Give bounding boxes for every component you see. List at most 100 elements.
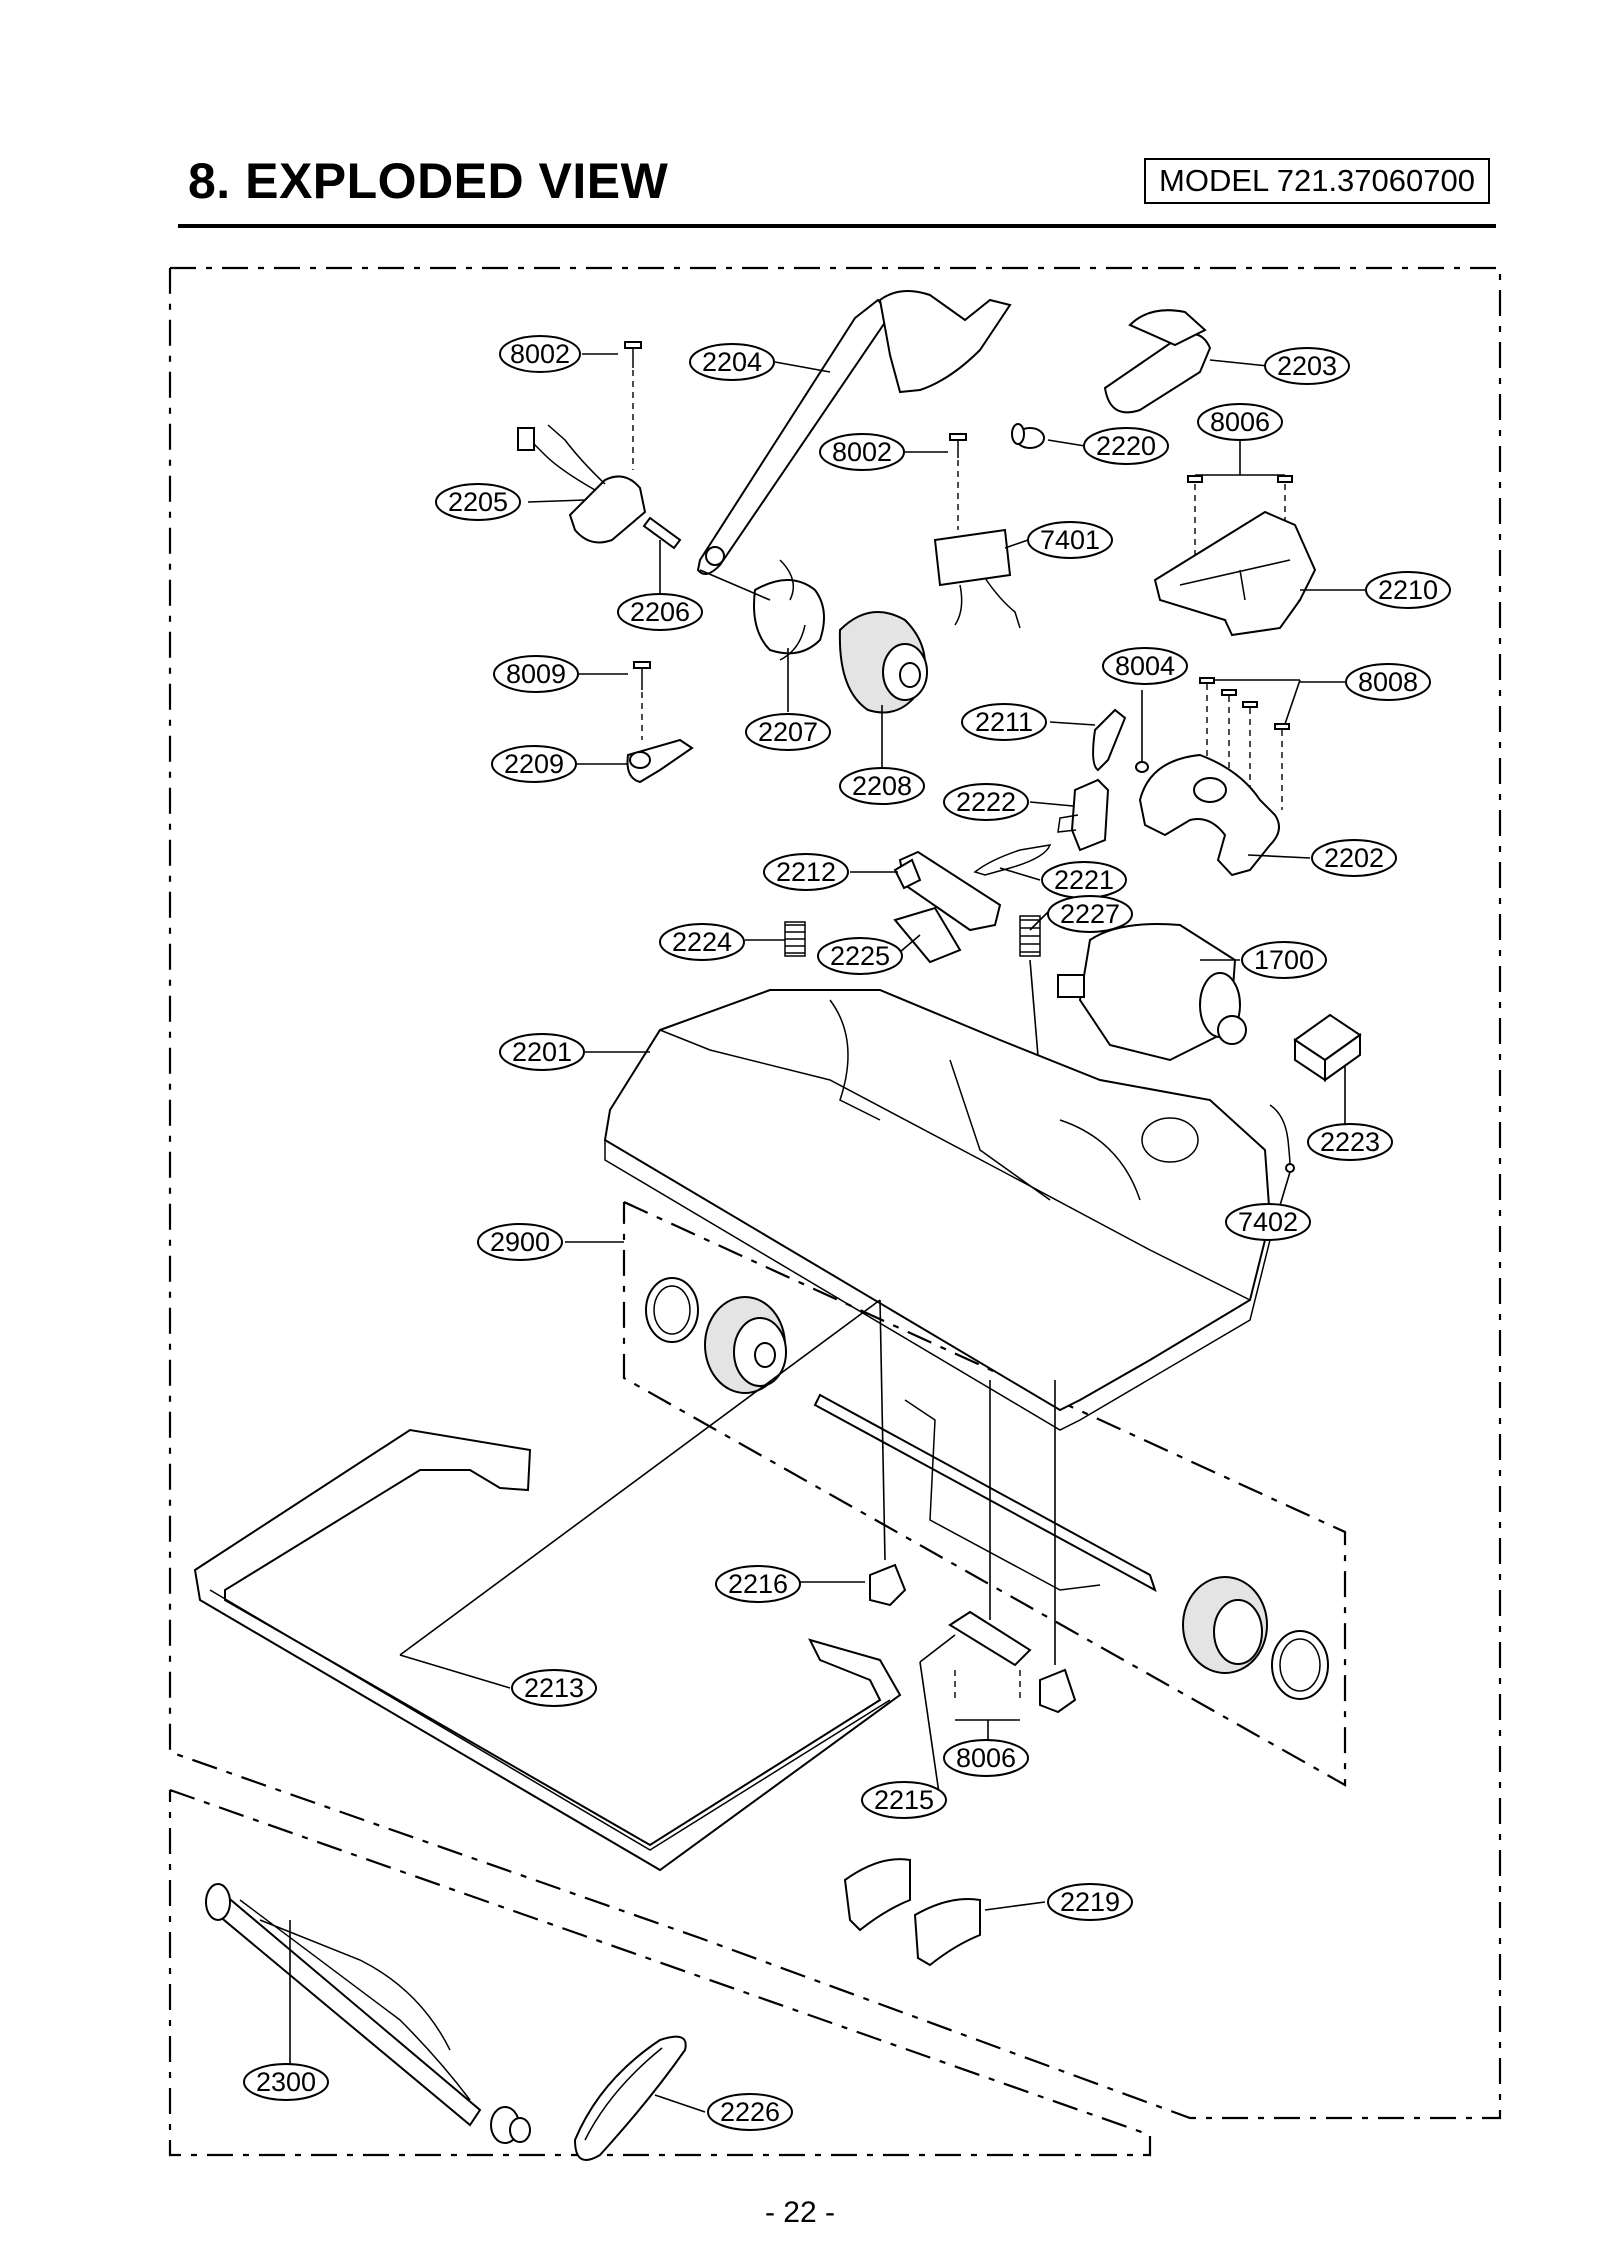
switch-part-2223	[1293, 1013, 1362, 1082]
callout-2226: 2226	[707, 2093, 793, 2131]
callout-label: 2208	[852, 771, 912, 801]
screw-part-8002-a	[624, 341, 642, 470]
callout-label: 7401	[1040, 525, 1100, 555]
callout-label: 2221	[1054, 865, 1114, 895]
callout-label: 2223	[1320, 1127, 1380, 1157]
callout-label: 2213	[524, 1673, 584, 1703]
callout-2900: 2900	[477, 1223, 563, 1261]
callout-2208: 2208	[839, 767, 925, 805]
callout-label: 2211	[975, 707, 1033, 737]
base-housing-part-2201	[603, 989, 1272, 1431]
callout-2221: 2221	[1041, 861, 1127, 899]
callout-2205: 2205	[435, 483, 521, 521]
callout-label: 2226	[720, 2097, 780, 2127]
callout-label: 2204	[702, 347, 762, 377]
screw-part-8009	[633, 661, 651, 740]
callout-label: 2220	[1096, 431, 1156, 461]
model-number-box: MODEL 721.37060700	[1144, 158, 1490, 204]
bracket-part-2215	[948, 1380, 1032, 1740]
callout-2204: 2204	[689, 343, 775, 381]
callout-2202: 2202	[1311, 839, 1397, 877]
callout-8002-a: 8002	[499, 335, 581, 373]
callout-2209: 2209	[491, 745, 577, 783]
page-title: 8. EXPLODED VIEW	[188, 153, 669, 209]
callout-8002-b: 8002	[819, 433, 905, 471]
flap-part-2225	[893, 906, 962, 964]
callout-label: 2219	[1060, 1887, 1120, 1917]
spring-part-2221	[973, 844, 1052, 876]
callout-label: 2205	[448, 487, 508, 517]
callout-8009: 8009	[493, 655, 579, 693]
clip-part-2209	[626, 738, 694, 784]
clip-part-2216-b	[1039, 1380, 1077, 1714]
belt-part-2226	[573, 2035, 687, 2161]
callout-label: 2203	[1277, 351, 1337, 381]
callout-2216: 2216	[715, 1565, 801, 1603]
pedal-part-2203	[1103, 309, 1212, 414]
main-assembly-frame	[168, 266, 1502, 2120]
bracket-part-2210	[1153, 510, 1317, 637]
title-rule	[178, 224, 1496, 228]
callout-7402: 7402	[1225, 1203, 1311, 1241]
callout-label: 8008	[1358, 667, 1418, 697]
callout-2212: 2212	[763, 853, 849, 891]
page-number: - 22 -	[764, 2196, 836, 2229]
callout-8006-a: 8006	[1197, 403, 1283, 441]
bracket-part-2219	[843, 1858, 981, 1967]
callout-2215: 2215	[861, 1781, 947, 1819]
callout-2213: 2213	[511, 1669, 597, 1707]
clip-part-2222	[1057, 778, 1110, 852]
callout-8004: 8004	[1102, 647, 1188, 685]
roller-part-2220	[1011, 423, 1045, 449]
callout-label: 2216	[728, 1569, 788, 1599]
callout-2300: 2300	[243, 2063, 329, 2101]
clip-part-2216	[869, 1299, 907, 1607]
bumper-part-2213	[193, 1428, 902, 1872]
callout-2201: 2201	[499, 1033, 585, 1071]
lever-part-2212	[893, 850, 1002, 932]
brush-roll-frame	[168, 1788, 1152, 2157]
callout-label: 8006	[1210, 407, 1270, 437]
callout-8008: 8008	[1345, 663, 1431, 701]
leader-lines	[289, 353, 1365, 2113]
callout-label: 1700	[1254, 945, 1314, 975]
callout-label: 2202	[1324, 843, 1384, 873]
switch-part-2205	[517, 424, 647, 544]
circuit-board-part-7401	[933, 528, 1021, 629]
callout-label: 7402	[1238, 1207, 1298, 1237]
callout-8006-b: 8006	[943, 1739, 1029, 1777]
hood-part-2202	[1138, 753, 1280, 877]
callout-2219: 2219	[1047, 1883, 1133, 1921]
callout-label: 2209	[504, 749, 564, 779]
callout-2223: 2223	[1307, 1123, 1393, 1161]
callout-label: 2212	[776, 857, 836, 887]
spring-part-2224	[784, 921, 806, 957]
latch-part-2211	[1092, 708, 1127, 772]
callout-2203: 2203	[1264, 347, 1350, 385]
callout-label: 2225	[830, 941, 890, 971]
callout-label: 2210	[1378, 575, 1438, 605]
wheel-assembly-frame	[622, 1200, 1347, 1787]
callout-2225: 2225	[817, 937, 903, 975]
callout-label: 2224	[672, 927, 732, 957]
callout-7401: 7401	[1027, 521, 1113, 559]
callout-2220: 2220	[1083, 427, 1169, 465]
callout-label: 8006	[956, 1743, 1016, 1773]
callout-2206: 2206	[617, 593, 703, 631]
callout-label: 2207	[758, 717, 818, 747]
callout-2227: 2227	[1047, 895, 1133, 933]
callout-label: 2201	[512, 1037, 572, 1067]
callout-label: 8002	[832, 437, 892, 467]
pin-part-2206	[642, 516, 682, 550]
pedal-lever-part-2204	[696, 290, 1012, 575]
wire-part-7402	[1269, 1104, 1295, 1173]
pulley-part-2208	[838, 611, 928, 714]
callout-label: 2222	[956, 787, 1016, 817]
callout-2211: 2211	[961, 703, 1047, 741]
brush-roll-part-2300	[205, 1883, 531, 2144]
callout-label: 8004	[1115, 651, 1175, 681]
callout-1700: 1700	[1241, 941, 1327, 979]
screw-part-8002-b	[949, 433, 967, 530]
wheel-assembly-part-2900	[645, 1277, 1329, 1700]
